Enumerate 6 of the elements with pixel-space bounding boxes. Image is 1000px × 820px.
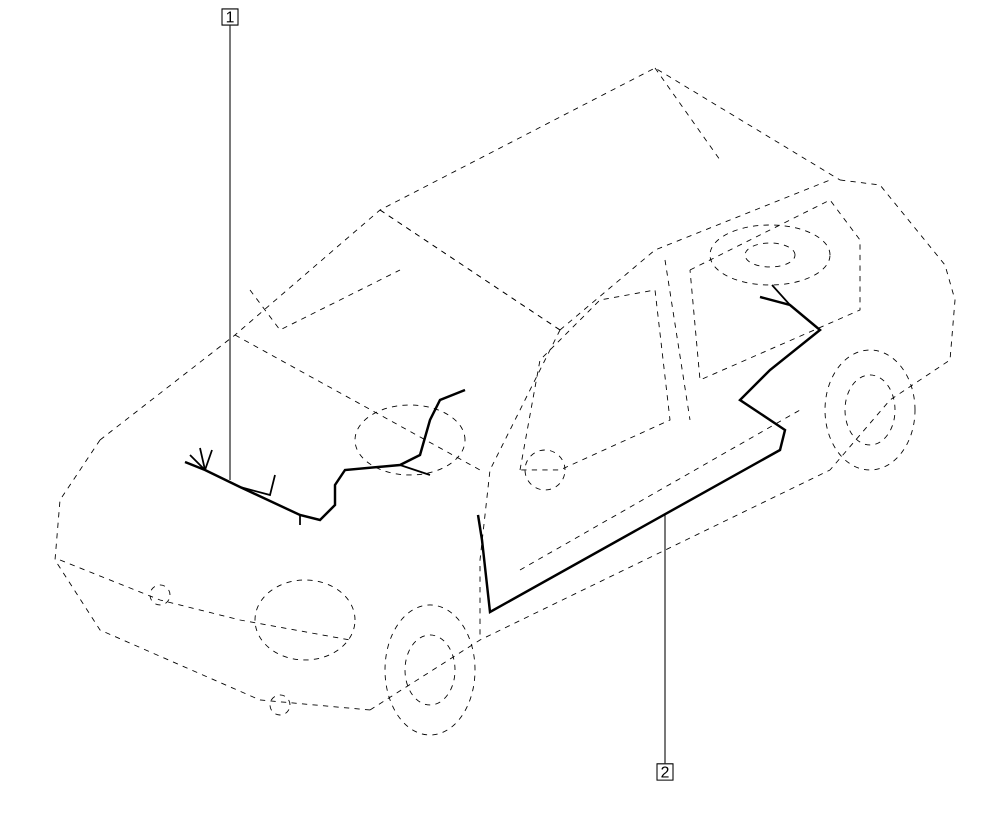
callout-number: 2	[656, 763, 674, 781]
wiring-harness-drawing	[184, 388, 466, 525]
wiring-harness-drawing	[476, 284, 822, 614]
callout-number: 1	[221, 8, 239, 26]
leader-line	[664, 515, 666, 764]
leader-line	[229, 26, 231, 480]
